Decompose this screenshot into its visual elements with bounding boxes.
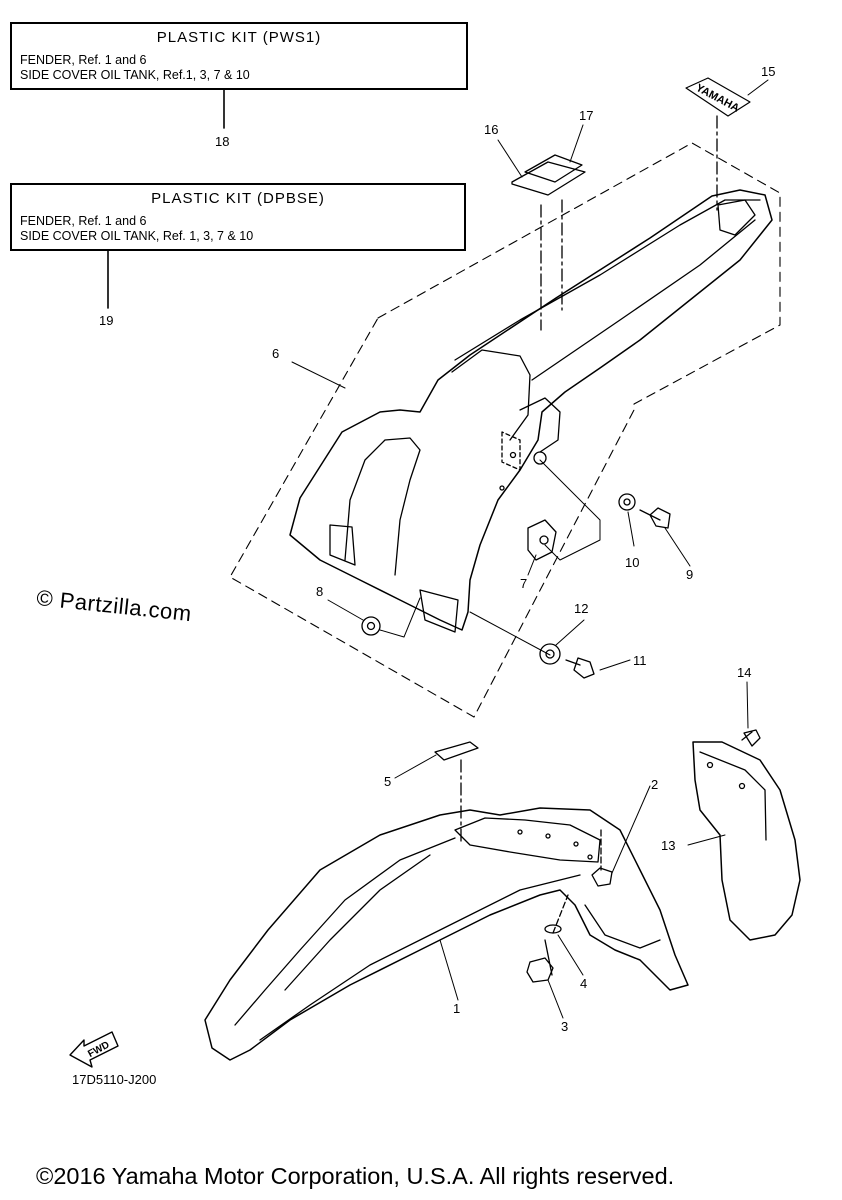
copyright-footer: ©2016 Yamaha Motor Corporation, U.S.A. A…	[36, 1163, 675, 1189]
plastic-kit-pws1-box: PLASTIC KIT (PWS1) FENDER, Ref. 1 and 6 …	[10, 22, 468, 90]
callout-6: 6	[272, 346, 280, 361]
callout-13: 13	[661, 838, 676, 853]
callout-18: 18	[215, 134, 230, 149]
diagram-code: 17D5110-J200	[72, 1072, 157, 1087]
kit-line: SIDE COVER OIL TANK, Ref. 1, 3, 7 & 10	[20, 229, 254, 243]
kit-title: PLASTIC KIT (PWS1)	[156, 29, 322, 46]
plastic-kit-dpbse-box: PLASTIC KIT (DPBSE) FENDER, Ref. 1 and 6…	[10, 183, 466, 251]
callout-2: 2	[651, 777, 659, 792]
callout-15: 15	[761, 64, 776, 79]
callout-12: 12	[574, 601, 589, 616]
kit-line: FENDER, Ref. 1 and 6	[20, 214, 147, 228]
callout-10: 10	[625, 555, 640, 570]
callout-4: 4	[580, 976, 588, 991]
kit-line: SIDE COVER OIL TANK, Ref.1, 3, 7 & 10	[20, 68, 250, 82]
callout-1: 1	[453, 1001, 461, 1016]
callout-17: 17	[579, 108, 594, 123]
callout-7: 7	[520, 576, 528, 591]
callout-9: 9	[686, 567, 694, 582]
kit-line: FENDER, Ref. 1 and 6	[20, 53, 147, 67]
callout-16: 16	[484, 122, 499, 137]
callout-19: 19	[99, 313, 114, 328]
callout-14: 14	[737, 665, 752, 680]
callout-3: 3	[561, 1019, 569, 1034]
callout-11: 11	[633, 653, 647, 668]
callout-5: 5	[384, 774, 392, 789]
kit-title: PLASTIC KIT (DPBSE)	[151, 190, 325, 207]
callout-8: 8	[316, 584, 324, 599]
